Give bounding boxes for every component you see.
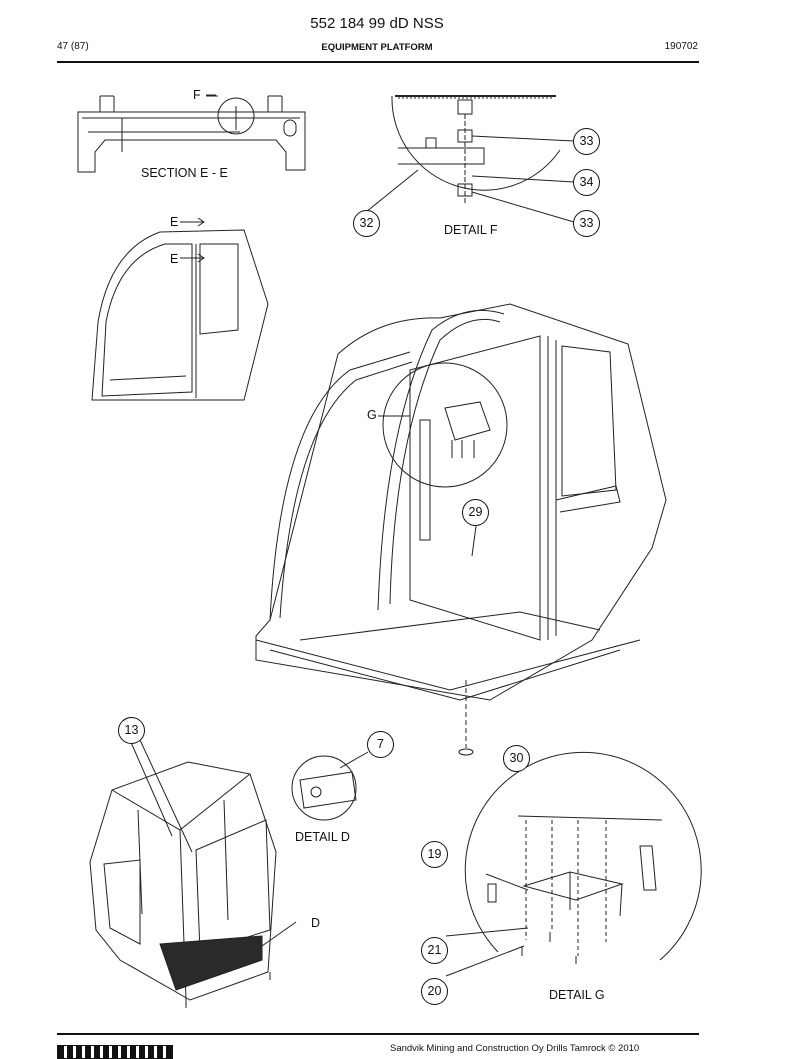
header-rule [57,61,699,63]
sandvik-logo [57,1045,173,1059]
callout-33-lower: 33 [573,210,600,237]
callout-20: 20 [421,978,448,1005]
callout-19: 19 [421,841,448,868]
marker-d: D [311,916,321,930]
detail-f-label: DETAIL F [444,223,498,237]
callout-34: 34 [573,169,600,196]
callout-21: 21 [421,937,448,964]
section-title: EQUIPMENT PLATFORM [321,42,433,53]
detail-d-label: DETAIL D [295,830,350,844]
callout-13: 13 [118,717,145,744]
page-number: 47 (87) [57,41,89,52]
callout-33-upper: 33 [573,128,600,155]
detail-g-label: DETAIL G [549,988,605,1002]
document-number: 552 184 99 dD NSS [310,15,444,32]
copyright-text: Sandvik Mining and Construction Oy Drill… [390,1043,640,1054]
document-date: 190702 [664,41,698,52]
section-ee-drawing [77,94,306,173]
marker-e-top: E [170,215,179,229]
cab-side-view-drawing [91,217,269,401]
callout-32: 32 [353,210,380,237]
marker-e-bottom: E [170,252,179,266]
callout-29: 29 [462,499,489,526]
detail-d-drawing [291,751,369,821]
marker-f: F [193,88,201,102]
detail-f-drawing [365,95,575,223]
callout-30: 30 [503,745,530,772]
section-ee-label: SECTION E - E [141,166,228,180]
marker-g: G [367,408,377,422]
footer-rule [57,1033,699,1035]
cab-rear-view-drawing [89,739,297,1008]
main-cab-drawing [255,303,667,756]
detail-g-drawing [445,751,702,977]
callout-7: 7 [367,731,394,758]
